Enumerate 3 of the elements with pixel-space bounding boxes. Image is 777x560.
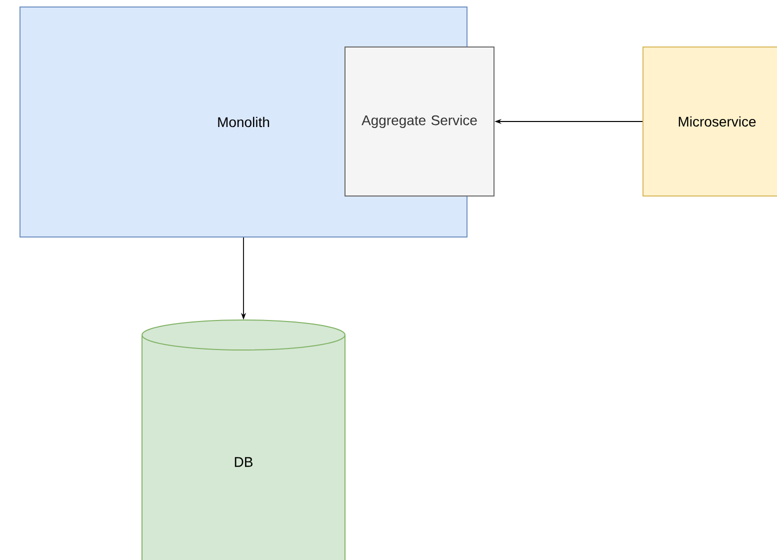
database-cylinder: DB <box>142 320 346 560</box>
service-box: Microservice <box>642 46 777 196</box>
service-box: Aggregate Service <box>344 46 494 196</box>
